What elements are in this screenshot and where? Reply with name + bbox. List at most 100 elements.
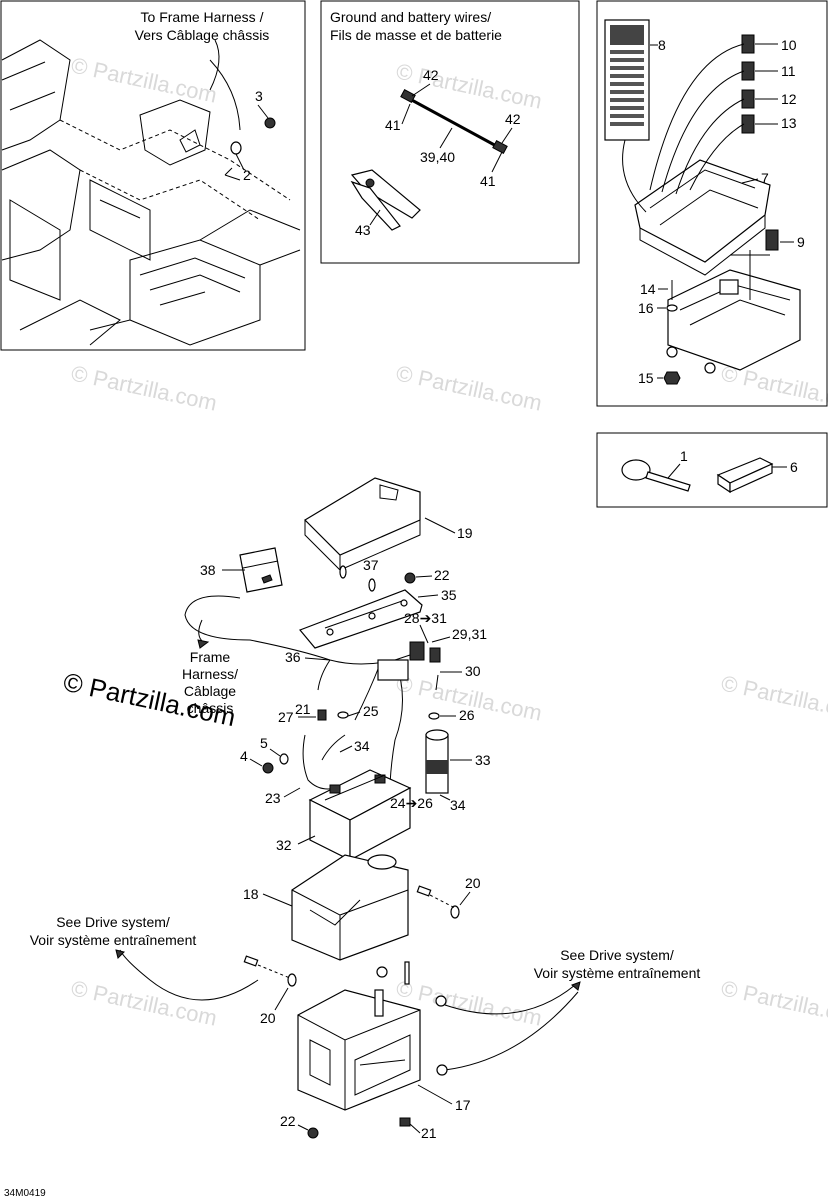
callout-34: 34 <box>450 797 466 813</box>
callout-27: 27 <box>278 709 294 725</box>
right-drive-arrow-lower <box>444 991 579 1071</box>
caption-frame-harness-fr: châssis <box>187 700 234 716</box>
watermark-text: © Partzilla.com <box>719 670 828 725</box>
part-1-tie-wrap <box>621 459 691 492</box>
part-2-washer <box>230 141 245 171</box>
part-18-battery-holder <box>291 854 409 961</box>
part-23-ground-cable <box>302 734 346 790</box>
battery-cable <box>321 734 346 761</box>
ground-wire <box>209 59 241 131</box>
callout-20: 20 <box>465 875 481 891</box>
part-28-connector <box>409 641 425 661</box>
callout-12: 12 <box>781 91 797 107</box>
callout-37: 37 <box>363 557 379 573</box>
part-22-nut <box>307 1127 319 1139</box>
callout-43: 43 <box>355 222 371 238</box>
part-25-washer <box>337 711 349 719</box>
right-drive-arrow-upper <box>444 984 576 1015</box>
part-26-washer <box>428 712 440 720</box>
arrow-head <box>571 981 581 991</box>
caption-frame-harness: Frame <box>190 649 231 665</box>
callout-23: 23 <box>265 790 281 806</box>
caption-to-frame-harness: To Frame Harness / <box>141 9 264 25</box>
callout-35: 35 <box>441 587 457 603</box>
callout-28-31: 28➔31 <box>404 610 447 626</box>
part-19-battery-cover <box>304 477 421 572</box>
caption-to-frame-harness-fr: Vers Câblage châssis <box>135 27 270 43</box>
callout-13: 13 <box>781 115 797 131</box>
callout-7: 7 <box>761 170 769 186</box>
callout-36: 36 <box>285 649 301 665</box>
callout-22: 22 <box>280 1113 296 1129</box>
callout-3: 3 <box>255 88 263 104</box>
part-37-grommet <box>368 578 376 592</box>
watermark-text: © Partzilla.com <box>394 360 544 415</box>
left-drive-arrow <box>119 949 259 1001</box>
caption-frame-harness-fr: Câblage <box>184 683 236 699</box>
caption-ground-battery-wires: Ground and battery wires/ <box>330 9 491 25</box>
parts-14-16-15-hardware <box>663 280 681 385</box>
part-4-nut <box>262 762 274 774</box>
callout-4: 4 <box>240 748 248 764</box>
callout-18: 18 <box>243 886 259 902</box>
callout-42: 42 <box>423 67 439 83</box>
callout-20: 20 <box>260 1010 276 1026</box>
part-20-bolt-right <box>416 885 460 919</box>
callout-17: 17 <box>455 1097 471 1113</box>
part-35-mounting-bracket <box>299 589 423 649</box>
callout-30: 30 <box>465 663 481 679</box>
part-37-grommet <box>339 565 347 579</box>
callout-21: 21 <box>295 701 311 717</box>
fuse-box-assembly <box>666 250 801 374</box>
callout-10: 10 <box>781 37 797 53</box>
part-21-bolt <box>399 1117 411 1127</box>
harness-arrow <box>198 619 204 643</box>
callout-11: 11 <box>781 63 796 79</box>
callout-26: 26 <box>459 707 475 723</box>
callout-16: 16 <box>638 300 654 316</box>
watermark-text: © Partzilla.com <box>394 58 544 113</box>
callout-8: 8 <box>658 37 666 53</box>
watermark-text: © Partzilla.com <box>69 360 219 415</box>
fuse-leader-curves <box>622 43 745 213</box>
callout-24-26: 24➔26 <box>390 795 433 811</box>
caption-frame-harness: Harness/ <box>182 666 238 682</box>
callout-29-31: 29,31 <box>452 626 487 642</box>
frame-panel-border <box>0 0 306 351</box>
part-32-battery <box>308 769 412 861</box>
caption-see-drive-system-left: See Drive system/ <box>56 914 170 930</box>
part-7-fuse-box-tray <box>634 159 771 276</box>
ground-battery-panel-border <box>320 0 580 264</box>
part-8-fuse-label-decal <box>604 19 650 141</box>
part-20-bolt-left <box>243 955 297 987</box>
caption-see-drive-system-right: See Drive system/ <box>560 947 674 963</box>
caption-see-drive-system-left-fr: Voir système entraînement <box>30 932 197 948</box>
part-43-crimp-tool <box>350 169 421 231</box>
caption-see-drive-system-right-fr: Voir système entraînement <box>534 965 701 981</box>
arrow-head <box>115 949 125 959</box>
callout-32: 32 <box>276 837 292 853</box>
part-39-40-cable <box>400 88 508 155</box>
callout-15: 15 <box>638 370 654 386</box>
callout-14: 14 <box>640 281 656 297</box>
callout-39-40: 39,40 <box>420 149 455 165</box>
callout-2: 2 <box>243 167 251 183</box>
callout-22: 22 <box>434 567 450 583</box>
main-harness <box>184 595 411 665</box>
part-9-relay <box>765 229 779 251</box>
part-3-screw <box>257 104 276 129</box>
callout-1: 1 <box>680 448 688 464</box>
callout-19: 19 <box>457 525 473 541</box>
part-17-battery-support <box>297 961 448 1111</box>
callout-21: 21 <box>421 1125 437 1141</box>
part-33-capacitor <box>425 729 449 794</box>
callout-5: 5 <box>260 735 268 751</box>
part-21-bolt <box>317 709 327 721</box>
caption-ground-battery-wires-fr: Fils de masse et de batterie <box>330 27 502 43</box>
fuses-10-13 <box>741 34 755 134</box>
watermark-text: © Partzilla.com <box>719 975 828 1030</box>
part-6-connector-housing <box>716 457 774 494</box>
part-22-nut <box>404 572 416 584</box>
